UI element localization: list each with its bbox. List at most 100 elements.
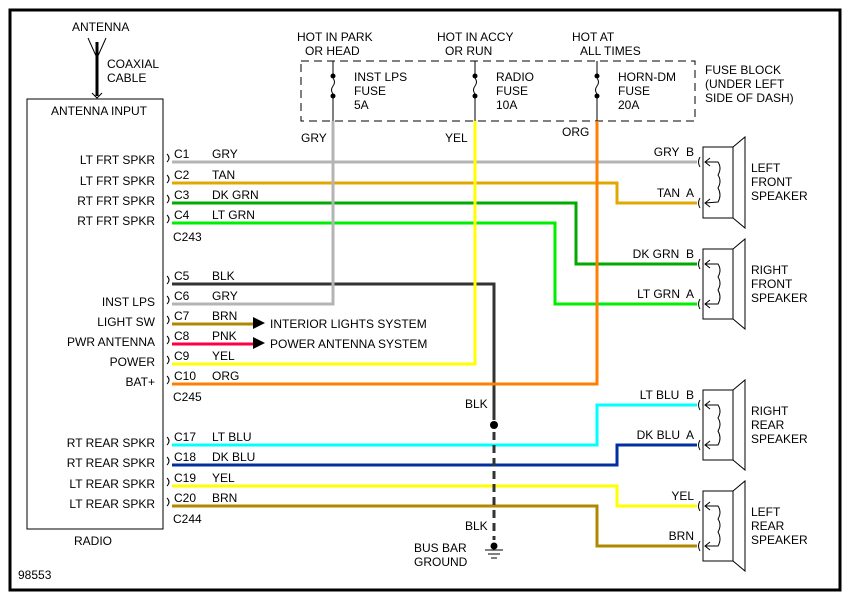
connector-pin-icon bbox=[166, 375, 170, 385]
pin-wire-color: GRY bbox=[212, 147, 238, 161]
speaker-name: RIGHT bbox=[751, 263, 789, 277]
pin-function: RT FRT SPKR bbox=[77, 214, 155, 228]
connector-pin-icon bbox=[166, 436, 170, 446]
speaker-terminal-b: GRY B bbox=[654, 145, 694, 159]
speaker-icon bbox=[702, 490, 734, 562]
fuse-name-label: FUSE bbox=[618, 84, 650, 98]
antenna-input-label: ANTENNA INPUT bbox=[51, 104, 148, 118]
bus-bar-label-2: GROUND bbox=[414, 555, 468, 569]
connector-pin-icon bbox=[166, 275, 170, 285]
connector-pin-icon bbox=[166, 295, 170, 305]
connector-pin-icon bbox=[166, 355, 170, 365]
fuse-hot-label: HOT AT bbox=[572, 30, 615, 44]
radio-label: RADIO bbox=[74, 534, 112, 548]
pin-function: RT REAR SPKR bbox=[67, 456, 156, 470]
pin-number: C4 bbox=[174, 208, 190, 222]
connector-c245: C245 bbox=[173, 390, 202, 404]
pin-wire-color: YEL bbox=[212, 349, 235, 363]
speaker-icon bbox=[702, 248, 734, 320]
speaker-name: RIGHT bbox=[751, 404, 789, 418]
power-antenna-system-label: POWER ANTENNA SYSTEM bbox=[270, 337, 427, 351]
connector-pin-icon bbox=[166, 456, 170, 466]
speaker-name: SPEAKER bbox=[751, 291, 808, 305]
wire-c5 bbox=[172, 282, 496, 420]
fuse-wire-label: GRY bbox=[301, 131, 327, 145]
speaker-name: LEFT bbox=[751, 161, 781, 175]
diagram-id: 98553 bbox=[18, 568, 52, 582]
pin-number: C20 bbox=[174, 491, 196, 505]
ground-icon bbox=[485, 542, 503, 559]
pin-number: C7 bbox=[174, 309, 190, 323]
pin-function: LT REAR SPKR bbox=[69, 497, 155, 511]
connector-c243: C243 bbox=[173, 230, 202, 244]
fuse-block-label-3: SIDE OF DASH) bbox=[705, 91, 794, 105]
splice-dot bbox=[490, 421, 498, 429]
fuse-hot-label: ALL TIMES bbox=[580, 44, 641, 58]
pin-number: C8 bbox=[174, 329, 190, 343]
pin-wire-color: ORG bbox=[212, 369, 239, 383]
speaker-terminal-a: DK BLU A bbox=[637, 428, 694, 442]
wire-c20 bbox=[172, 504, 697, 548]
connector-pin-icon bbox=[166, 477, 170, 487]
ground-wire-label-2: BLK bbox=[465, 519, 488, 533]
speaker-name: SPEAKER bbox=[751, 432, 808, 446]
pin-function: POWER bbox=[110, 355, 156, 369]
pin-function: LT FRT SPKR bbox=[80, 174, 155, 188]
coil-icon bbox=[705, 404, 721, 446]
wire-c4 bbox=[172, 221, 697, 306]
speaker-terminal-a: LT GRN A bbox=[637, 287, 694, 301]
pin-function: LT REAR SPKR bbox=[69, 477, 155, 491]
speaker-name: SPEAKER bbox=[751, 189, 808, 203]
fuse-block-label-1: FUSE BLOCK bbox=[705, 63, 781, 77]
wire-c17 bbox=[172, 403, 697, 447]
pin-wire-color: BLK bbox=[212, 269, 235, 283]
connector-pin-icon bbox=[166, 153, 170, 163]
pin-wire-color: DK GRN bbox=[212, 188, 259, 202]
wire-c19 bbox=[172, 484, 697, 508]
speaker-icon bbox=[702, 389, 734, 461]
pin-wire-color: DK BLU bbox=[212, 450, 255, 464]
coax-label-2: CABLE bbox=[107, 71, 146, 85]
speaker-name: SPEAKER bbox=[751, 533, 808, 547]
fuse-wire-label: ORG bbox=[562, 125, 589, 139]
pin-wire-color: TAN bbox=[212, 168, 235, 182]
pin-wire-color: BRN bbox=[212, 491, 237, 505]
frame-border bbox=[8, 8, 842, 592]
connector-pin-icon bbox=[166, 174, 170, 184]
pin-wire-color: PNK bbox=[212, 329, 237, 343]
speaker-terminal-a: BRN bbox=[669, 529, 694, 543]
wire-c9 bbox=[172, 121, 477, 366]
coil-icon bbox=[705, 505, 721, 547]
coil-icon bbox=[705, 263, 721, 305]
fuse-name-label: HORN-DM bbox=[618, 70, 676, 84]
fuse-name-label: FUSE bbox=[354, 84, 386, 98]
arrow-interior-lights-icon bbox=[253, 317, 265, 329]
connector-c244: C244 bbox=[173, 512, 202, 526]
pin-function: PWR ANTENNA bbox=[67, 335, 155, 349]
speaker-name: FRONT bbox=[751, 175, 793, 189]
connector-pin-icon bbox=[166, 214, 170, 224]
pin-number: C18 bbox=[174, 450, 196, 464]
fuse-block-outline bbox=[300, 60, 696, 122]
fuse-icon bbox=[473, 77, 477, 95]
bus-bar-label-1: BUS BAR bbox=[414, 541, 467, 555]
pin-function: LT FRT SPKR bbox=[80, 153, 155, 167]
pin-function: LIGHT SW bbox=[97, 315, 155, 329]
pin-function: RT REAR SPKR bbox=[67, 436, 156, 450]
wire-c10 bbox=[172, 121, 599, 386]
fuse-name-label: FUSE bbox=[496, 84, 528, 98]
fuse-hot-label: OR HEAD bbox=[305, 44, 360, 58]
pin-function: INST LPS bbox=[102, 295, 155, 309]
antenna-label: ANTENNA bbox=[72, 20, 129, 34]
pin-number: C2 bbox=[174, 168, 190, 182]
pin-number: C10 bbox=[174, 369, 196, 383]
pin-wire-color: BRN bbox=[212, 309, 237, 323]
pin-number: C3 bbox=[174, 188, 190, 202]
fuse-hot-label: HOT IN ACCY bbox=[437, 30, 513, 44]
